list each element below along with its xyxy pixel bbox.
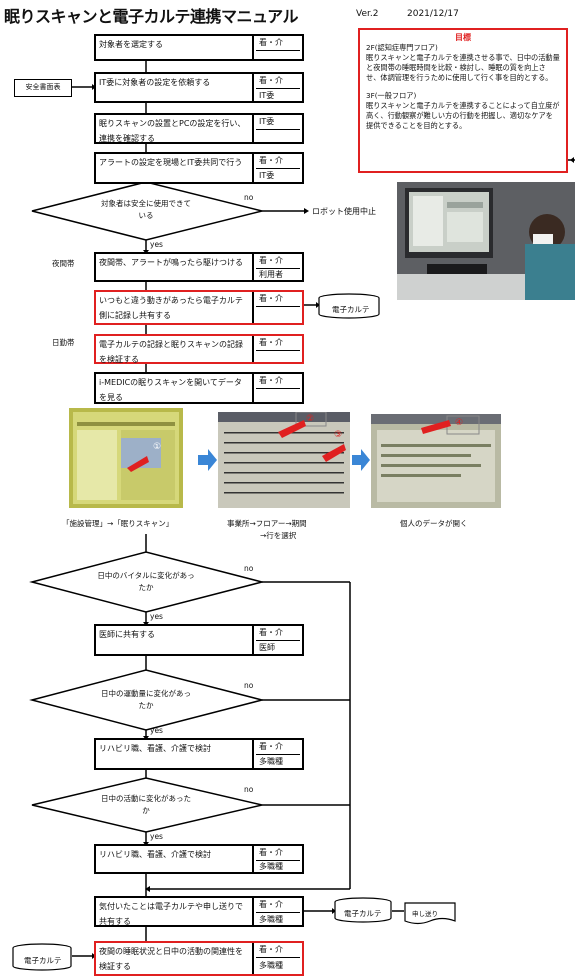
caption-select-range: 事業所→フロアー→期間 xyxy=(227,519,307,528)
step-role: 看・介 xyxy=(256,740,300,755)
step-role: 多職種 xyxy=(259,757,283,766)
step-night-alert: 夜間帯、アラートが鳴ったら駆けつける 看・介 利用者 xyxy=(94,252,304,282)
step-text: いつもと違う動きがあったら電子カルテ側に記録し共有する xyxy=(96,292,254,323)
version-label: Ver.2 xyxy=(356,9,379,19)
step-text: リハビリ職、看護、介護で検討 xyxy=(96,740,254,768)
step-verify-records: 電子カルテの記録と眠りスキャンの記録を検証する 看・介 xyxy=(94,334,304,364)
goal-3f-body: 眠りスキャンと電子カルテを連携することによって自立度が高く、行動観察が難しい方の… xyxy=(366,101,560,130)
goal-title: 目標 xyxy=(455,33,471,42)
step-discuss-team-2: リハビリ職、看護、介護で検討 看・介 多職種 xyxy=(94,844,304,874)
decision-exercise-change: 日中の運動量に変化があったか xyxy=(101,689,191,710)
step-role: IT委 xyxy=(259,171,275,180)
safety-doc-label: 安全書面表 xyxy=(25,83,61,91)
step-role: 看・介 xyxy=(256,254,300,269)
step-role: 看・介 xyxy=(256,846,300,861)
no-label: no xyxy=(244,193,254,202)
screenshot-select-range: ② ③ xyxy=(218,412,350,508)
step-role: 多職種 xyxy=(259,862,283,871)
safety-doc-shape: 安全書面表 xyxy=(14,79,72,97)
step-text: 夜間の睡眠状況と日中の活動の関連性を検証する xyxy=(96,943,254,974)
ekarte-database-icon: 電子カルテ xyxy=(334,897,392,923)
step-number-1: ① xyxy=(153,442,162,452)
step-role: 看・介 xyxy=(256,626,300,641)
goal-2f-heading: 2F(認知症専門フロア) xyxy=(366,43,438,52)
step-role: 多職種 xyxy=(259,915,283,924)
handover-document-icon: 申し送り xyxy=(404,902,456,926)
caption-select-row: →行を選択 xyxy=(260,531,297,540)
step-install-scan: 眠りスキャンの設置とPCの設定を行い、連携を確認する IT委 xyxy=(94,113,304,144)
screenshot-personal-data: ④ xyxy=(371,414,501,508)
step-role: 利用者 xyxy=(259,270,283,279)
step-role: 看・介 xyxy=(256,36,300,51)
step-role: 看・介 xyxy=(256,292,300,307)
ekarte-label: 電子カルテ xyxy=(24,956,62,965)
goal-3f-heading: 3F(一般フロア) xyxy=(366,91,417,100)
ekarte-label: 電子カルテ xyxy=(332,305,370,314)
step-role: 看・介 xyxy=(256,74,300,89)
step-open-imedic: i-MEDICの眠りスキャンを開いてデータを見る 看・介 xyxy=(94,372,304,404)
step-request-it: IT委に対象者の設定を依頼する 看・介 IT委 xyxy=(94,72,304,103)
no-label: no xyxy=(244,785,254,794)
step-role: 看・介 xyxy=(256,336,300,351)
step-record-ekarte: いつもと違う動きがあったら電子カルテ側に記録し共有する 看・介 xyxy=(94,290,304,325)
yes-label: yes xyxy=(150,612,163,621)
staff-at-computer-photo xyxy=(397,182,575,300)
step-role: 看・介 xyxy=(256,154,300,169)
step-text: 電子カルテの記録と眠りスキャンの記録を検証する xyxy=(96,336,254,364)
step-role: 多職種 xyxy=(259,961,283,970)
step-text: リハビリ職、看護、介護で検討 xyxy=(96,846,254,872)
step-text: 眠りスキャンの設置とPCの設定を行い、連携を確認する xyxy=(96,115,254,143)
decision-vital-change: 日中のバイタルに変化があったか xyxy=(97,571,195,592)
yes-label: yes xyxy=(150,726,163,735)
step-text: IT委に対象者の設定を依頼する xyxy=(96,74,254,101)
robot-stop-label: ロボット使用中止 xyxy=(312,207,376,216)
decision-activity-change: 日中の活動に変化があったか xyxy=(101,794,191,815)
step-text: アラートの設定を現場とIT委共同で行う xyxy=(96,154,254,182)
step-select-subject: 対象者を選定する 看・介 xyxy=(94,34,304,61)
step-share-records: 気付いたことは電子カルテや申し送りで共有する 看・介 多職種 xyxy=(94,896,304,927)
night-shift-label: 夜間帯 xyxy=(52,259,75,268)
page-title: 眠りスキャンと電子カルテ連携マニュアル xyxy=(4,7,299,26)
no-label: no xyxy=(244,681,254,690)
step-text: 気付いたことは電子カルテや申し送りで共有する xyxy=(96,898,254,926)
step-role: 看・介 xyxy=(256,374,300,389)
step-number-2: ② xyxy=(306,414,315,424)
screenshot-facility-menu: ① xyxy=(69,408,183,508)
yes-label: yes xyxy=(150,240,163,249)
step-share-doctor: 医師に共有する 看・介 医師 xyxy=(94,624,304,656)
step-role: 医師 xyxy=(259,643,275,652)
goal-2f-body: 眠りスキャンと電子カルテを連携させる事で、日中の活動量と夜間帯の睡眠時間を比較・… xyxy=(366,53,560,82)
step-number-3: ③ xyxy=(334,430,343,440)
step-discuss-team-1: リハビリ職、看護、介護で検討 看・介 多職種 xyxy=(94,738,304,770)
ekarte-label: 電子カルテ xyxy=(344,909,382,918)
step-alert-setting: アラートの設定を現場とIT委共同で行う 看・介 IT委 xyxy=(94,152,304,184)
handover-label: 申し送り xyxy=(412,910,438,918)
caption-facility-menu: 「施設管理」→「眠りスキャン」 xyxy=(62,519,174,528)
step-text: 医師に共有する xyxy=(96,626,254,654)
step-text: 対象者を選定する xyxy=(96,36,254,59)
date-label: 2021/12/17 xyxy=(407,9,459,19)
step-role: 看・介 xyxy=(256,943,300,958)
goal-box: 目標 2F(認知症専門フロア) 眠りスキャンと電子カルテを連携させる事で、日中の… xyxy=(358,28,568,173)
step-role: IT委 xyxy=(256,115,300,130)
step-number-4: ④ xyxy=(455,418,464,428)
yes-label: yes xyxy=(150,832,163,841)
step-role: IT委 xyxy=(259,91,275,100)
no-label: no xyxy=(244,564,254,573)
step-verify-sleep-activity: 夜間の睡眠状況と日中の活動の関連性を検証する 看・介 多職種 xyxy=(94,941,304,976)
ekarte-database-icon: 電子カルテ xyxy=(318,293,380,319)
ekarte-database-icon: 電子カルテ xyxy=(12,943,72,971)
step-role: 看・介 xyxy=(256,898,300,913)
decision-safe-use: 対象者は安全に使用できている xyxy=(101,199,191,220)
caption-personal-data: 個人のデータが開く xyxy=(400,519,468,528)
step-text: i-MEDICの眠りスキャンを開いてデータを見る xyxy=(96,374,254,402)
day-shift-label: 日勤帯 xyxy=(52,338,75,347)
step-text: 夜間帯、アラートが鳴ったら駆けつける xyxy=(96,254,254,280)
